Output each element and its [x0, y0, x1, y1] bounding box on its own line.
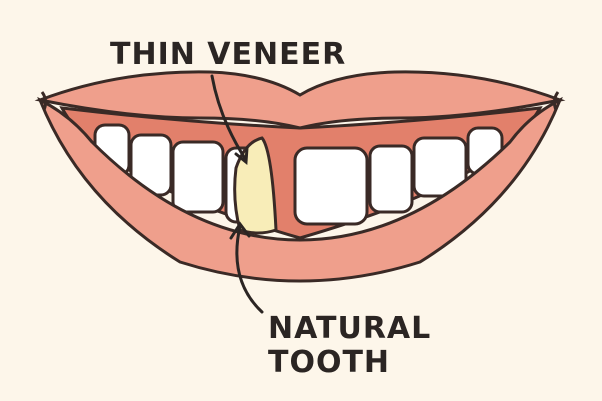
tooth: [368, 144, 414, 214]
lower-lip: [37, 96, 563, 283]
lip-corner-left: [40, 91, 48, 111]
arrow-to-veneer: [210, 74, 249, 165]
natural-tooth-label-line1: NATURAL: [268, 311, 432, 346]
lip-corner-right: [552, 91, 560, 111]
veneer-label: THIN VENEER: [110, 37, 347, 72]
tooth: [412, 136, 468, 198]
tooth: [293, 146, 369, 226]
natural-tooth-label-line2: TOOTH: [268, 345, 391, 380]
arrow-to-natural-tooth: [229, 221, 264, 314]
tooth: [171, 140, 225, 214]
